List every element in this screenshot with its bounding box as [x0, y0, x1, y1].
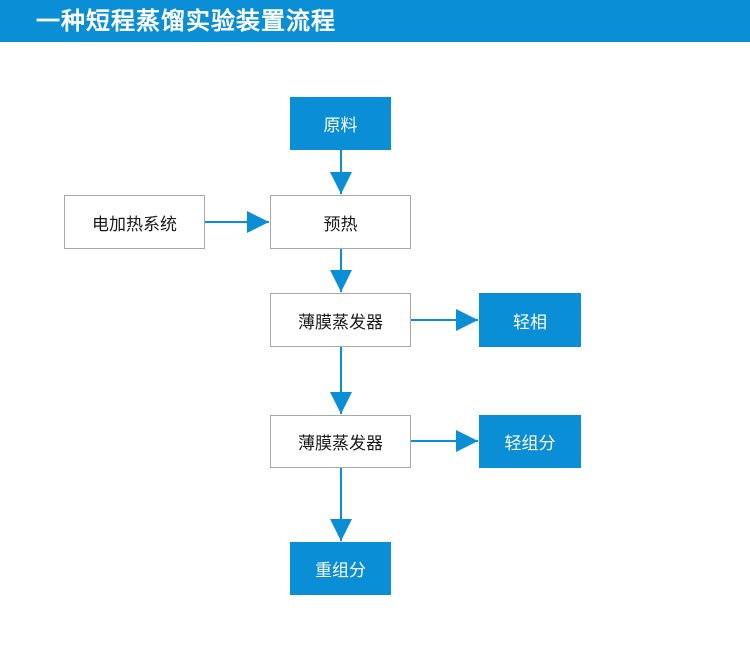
node-raw-material: 原料	[290, 97, 391, 150]
node-light-phase: 轻相	[479, 293, 581, 347]
node-electric-heating: 电加热系统	[64, 195, 205, 249]
node-heavy-component: 重组分	[290, 542, 391, 595]
node-light-component: 轻组分	[479, 415, 581, 468]
page-title: 一种短程蒸馏实验装置流程	[36, 7, 336, 35]
node-preheat: 预热	[270, 195, 411, 249]
node-evaporator-1: 薄膜蒸发器	[270, 293, 411, 347]
header-bar: 一种短程蒸馏实验装置流程	[0, 0, 750, 42]
node-evaporator-2: 薄膜蒸发器	[270, 415, 411, 468]
